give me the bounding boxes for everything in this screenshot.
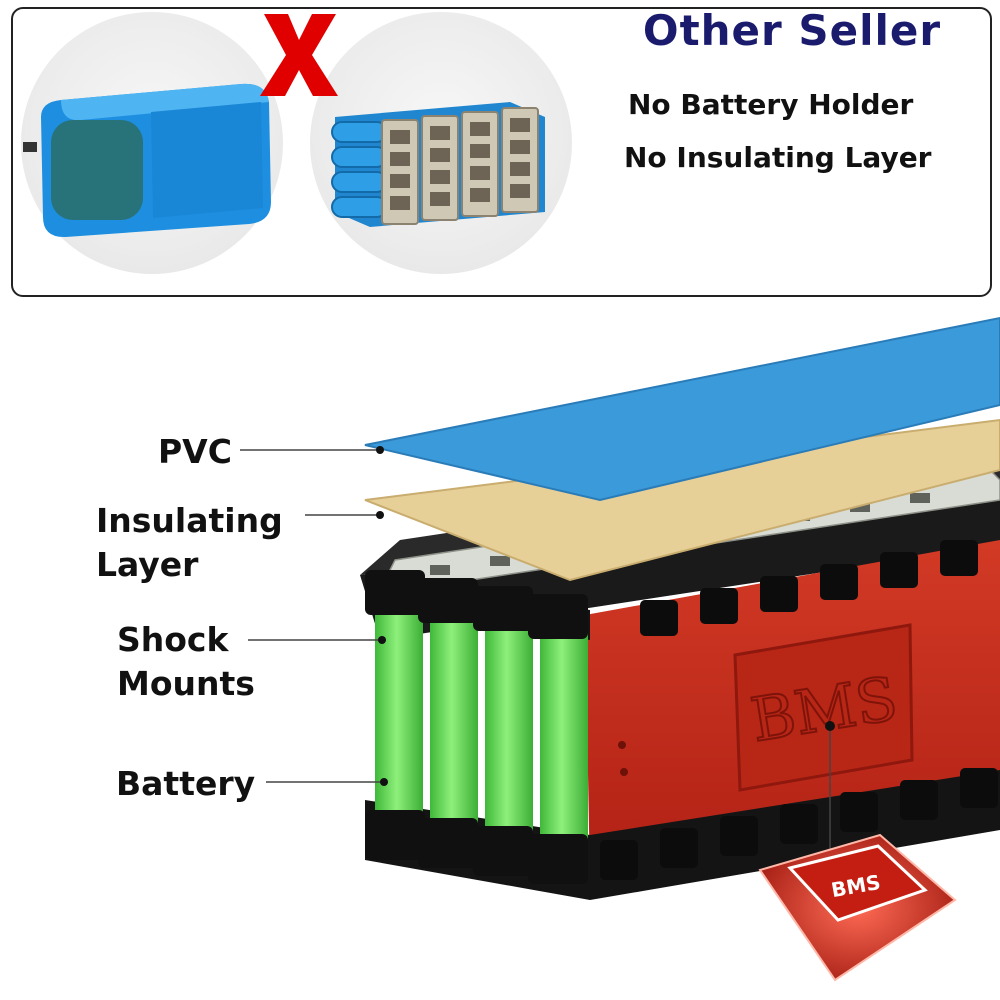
battery-cell: [375, 600, 423, 840]
bare-cell-bundle-icon: [331, 102, 545, 227]
pvc-sheet: [364, 316, 1000, 502]
insulating-label-line2: Layer: [96, 545, 199, 584]
battery-cell: [430, 608, 478, 848]
comparison-title: Other Seller: [642, 6, 942, 55]
shock-label-line2: Mounts: [117, 664, 255, 703]
bms-embossed-plate: [733, 623, 914, 792]
battery-cell: [485, 616, 533, 856]
cross-mark-icon: [260, 14, 338, 96]
pvc-label: PVC: [158, 432, 232, 471]
leader-lines: [240, 446, 835, 850]
shock-mounts-label: Shock Mounts: [117, 618, 255, 706]
blue-wrapped-pack-icon: [23, 83, 271, 238]
insulating-layer-label: Insulating Layer: [96, 499, 283, 587]
bms-chip: BMS: [758, 833, 957, 982]
no-holder-text: No Battery Holder: [628, 88, 914, 121]
no-insulating-text: No Insulating Layer: [624, 141, 932, 174]
battery-cell: [540, 624, 588, 864]
shock-mounts: [365, 570, 588, 884]
insulating-label-line1: Insulating: [96, 501, 283, 540]
bad-battery-pack-photo: [21, 12, 283, 274]
battery-label: Battery: [116, 764, 256, 803]
shock-label-line1: Shock: [117, 620, 229, 659]
holder-side-bumps: [600, 540, 998, 880]
bare-cells-photo: [310, 12, 572, 274]
